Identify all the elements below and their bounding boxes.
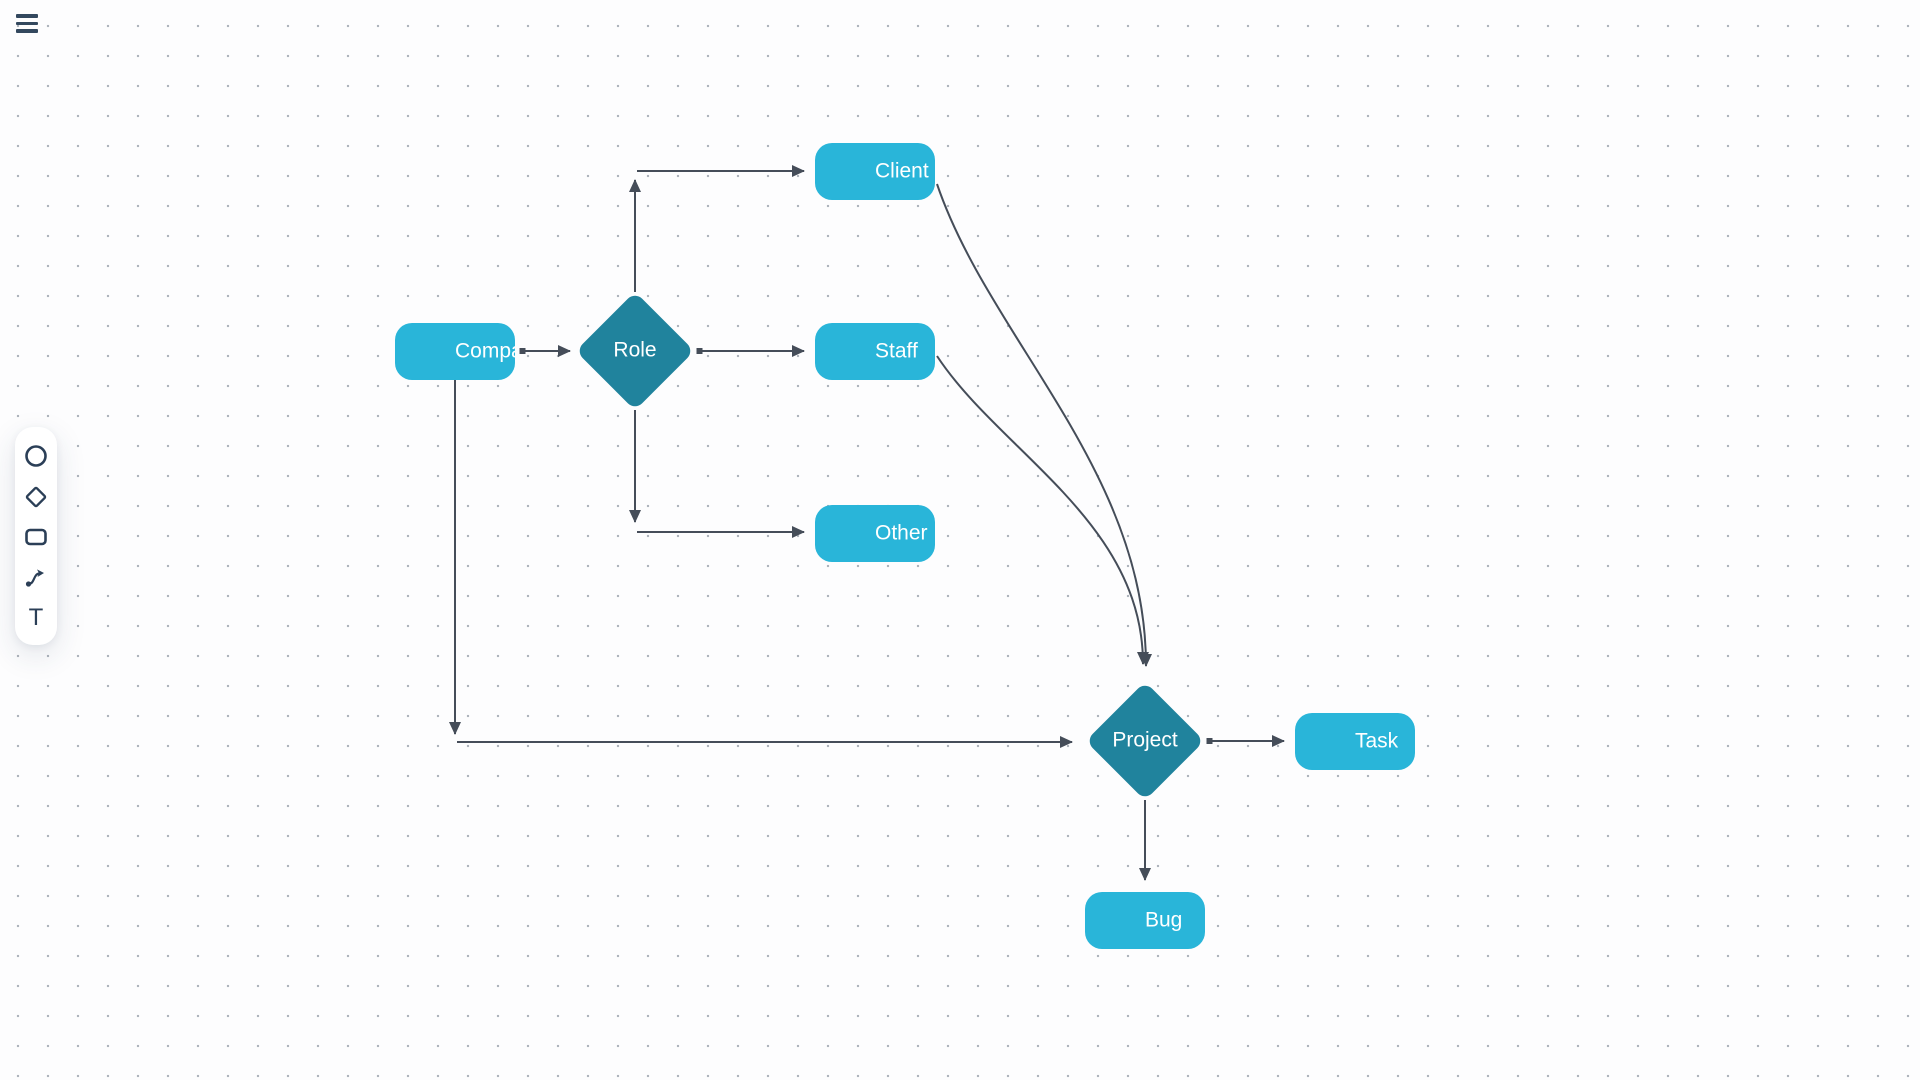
node-role-label: Role: [613, 338, 657, 362]
hamburger-icon: [16, 14, 42, 33]
node-other[interactable]: Other: [815, 505, 935, 562]
text-tool-button[interactable]: T: [23, 605, 49, 631]
shape-toolbar: T: [15, 427, 57, 645]
circle-icon: [24, 444, 48, 468]
menu-button[interactable]: [16, 14, 42, 36]
node-staff-label: Staff: [875, 339, 918, 363]
node-project-label: Project: [1112, 728, 1178, 752]
connector-arrow-icon: [24, 566, 48, 590]
connector-tool-button[interactable]: [23, 565, 49, 591]
node-role[interactable]: Role: [575, 291, 695, 411]
node-other-label: Other: [875, 521, 928, 545]
node-client[interactable]: Client: [815, 143, 935, 200]
node-project[interactable]: Project: [1085, 681, 1205, 801]
rectangle-icon: [24, 525, 48, 549]
node-bug[interactable]: Bug: [1085, 892, 1205, 949]
diamond-icon: [24, 485, 48, 509]
node-task-label: Task: [1355, 729, 1399, 753]
edge-client-project-curve[interactable]: [936, 183, 1152, 667]
diamond-tool-button[interactable]: [23, 484, 49, 510]
node-bug-label: Bug: [1145, 908, 1183, 932]
node-company-label: Company: [455, 339, 515, 363]
node-task[interactable]: Task: [1295, 713, 1415, 770]
node-company[interactable]: Company: [395, 323, 515, 380]
edge-staff-project-curve[interactable]: [936, 355, 1149, 665]
node-staff[interactable]: Staff: [815, 323, 935, 380]
rectangle-tool-button[interactable]: [23, 524, 49, 550]
text-icon: T: [28, 604, 44, 631]
circle-tool-button[interactable]: [23, 443, 49, 469]
node-client-label: Client: [875, 159, 929, 183]
